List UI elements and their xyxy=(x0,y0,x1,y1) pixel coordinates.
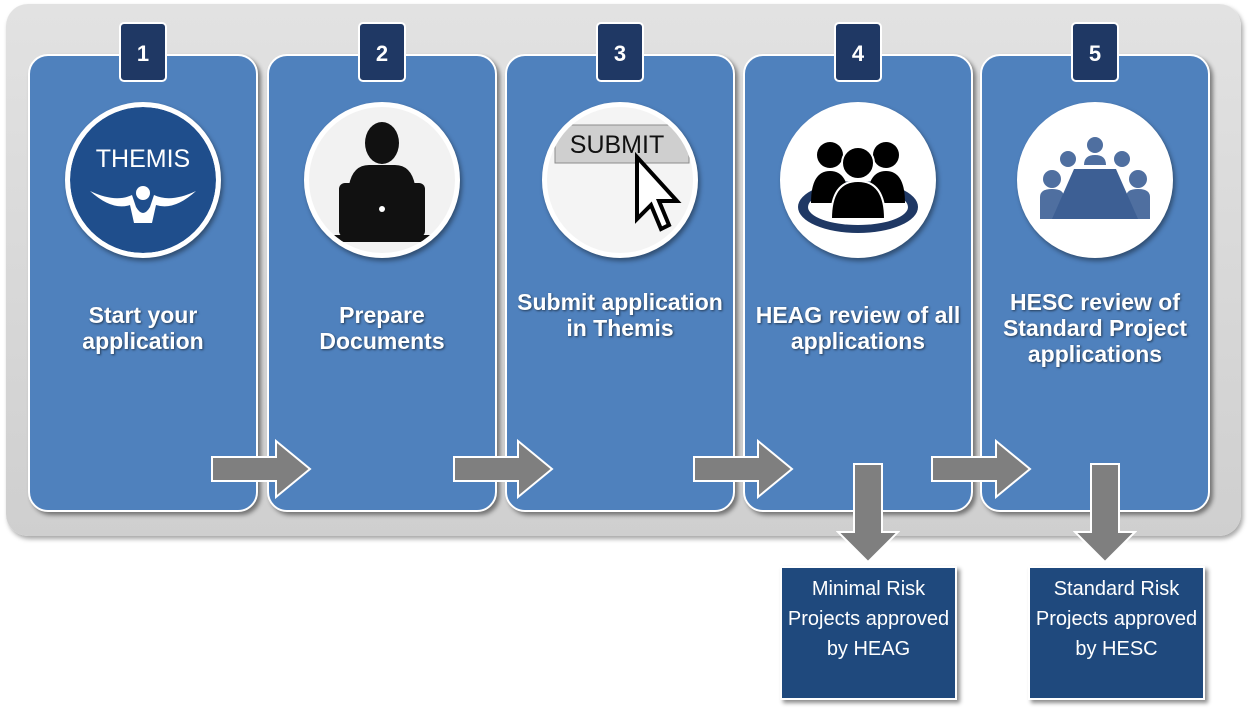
step-title: Start your application xyxy=(82,302,204,354)
step-title: HEAG review of all applications xyxy=(755,302,961,354)
themis-logo-icon: THEMIS xyxy=(65,102,221,258)
right-arrow-icon xyxy=(211,439,312,499)
step-title: Prepare Documents xyxy=(319,302,445,354)
submit-button-cursor-icon: SUBMIT xyxy=(542,102,698,258)
right-arrow-icon xyxy=(693,439,794,499)
group-people-icon xyxy=(780,102,936,258)
step-number-badge: 2 xyxy=(358,22,406,82)
outcome-box-standard-risk: Standard Risk Projects approved by HESC xyxy=(1028,566,1205,700)
process-panel: 1 THEMIS Start your application 2 Prepar… xyxy=(6,4,1241,536)
step-number-badge: 5 xyxy=(1071,22,1119,82)
right-arrow-icon xyxy=(453,439,554,499)
step-card-3: 3 SUBMIT Submit application in Themis xyxy=(505,22,735,512)
step-card-2: 2 Prepare Documents xyxy=(267,22,497,512)
right-arrow-icon xyxy=(931,439,1032,499)
step-card-1: 1 THEMIS Start your application xyxy=(28,22,258,512)
person-laptop-icon xyxy=(304,102,460,258)
themis-logo-text: THEMIS xyxy=(96,145,190,173)
outcome-box-minimal-risk: Minimal Risk Projects approved by HEAG xyxy=(780,566,957,700)
step-card-4: 4 HEAG review of all applications xyxy=(743,22,973,512)
step-title: HESC review of Standard Project applicat… xyxy=(1002,289,1188,367)
step-number-badge: 3 xyxy=(596,22,644,82)
down-arrow-icon xyxy=(1073,463,1137,564)
submit-button-text: SUBMIT xyxy=(570,131,664,159)
step-number-badge: 1 xyxy=(119,22,167,82)
step-title: Submit application in Themis xyxy=(517,289,723,341)
meeting-table-icon xyxy=(1017,102,1173,258)
down-arrow-icon xyxy=(836,463,900,564)
step-card-5: 5 HESC review of Standard Project applic… xyxy=(980,22,1210,512)
step-number-badge: 4 xyxy=(834,22,882,82)
